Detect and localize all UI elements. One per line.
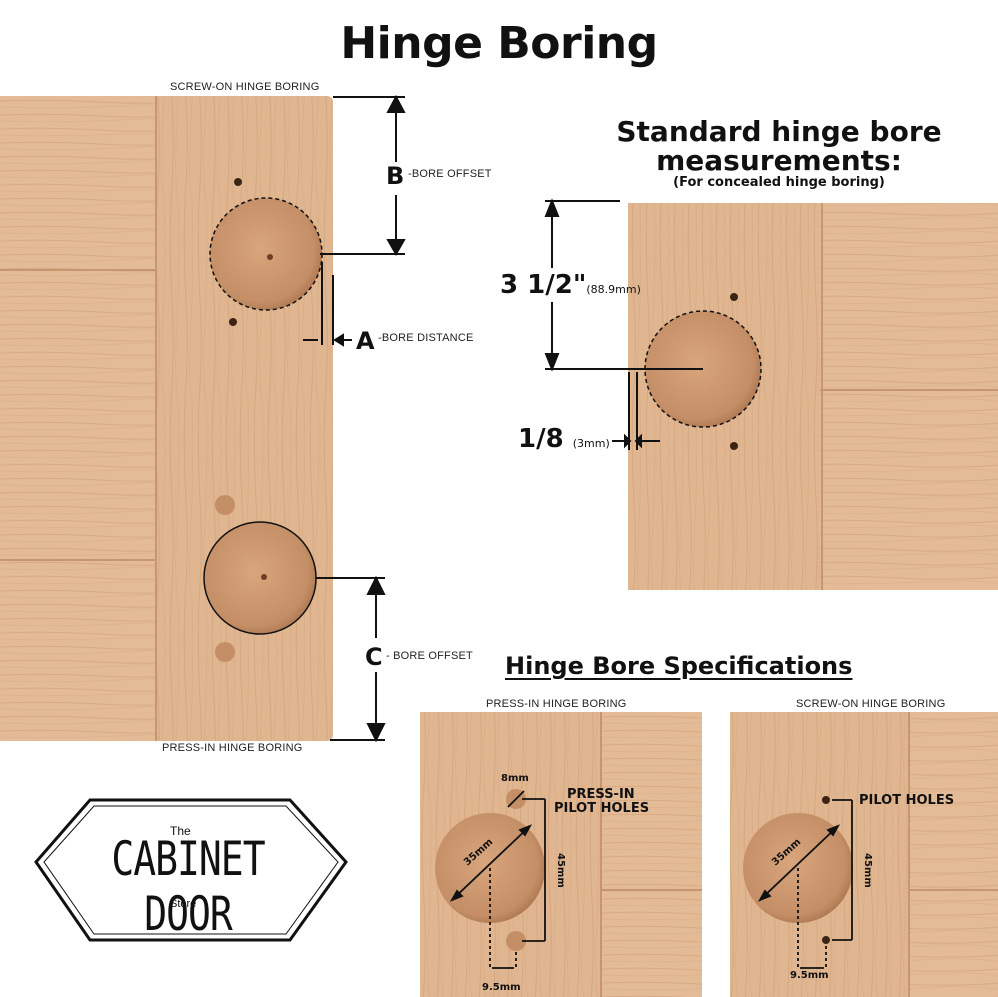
distance-value: 1/8 bbox=[518, 424, 564, 454]
logo-the: The bbox=[170, 824, 191, 838]
screw-on-spec-dims bbox=[757, 799, 853, 970]
logo-store: Store bbox=[170, 898, 197, 910]
screw-on-caption: SCREW-ON HINGE BORING bbox=[170, 81, 320, 93]
page-title: Hinge Boring bbox=[340, 18, 658, 69]
screw-on-offset: 9.5mm bbox=[790, 970, 829, 981]
standard-offset-dimension bbox=[544, 198, 703, 372]
offset-metric: (88.9mm) bbox=[586, 283, 641, 296]
pilot-hole bbox=[822, 796, 830, 804]
press-in-spec-caption: PRESS-IN HINGE BORING bbox=[486, 698, 627, 710]
standard-title: Standard hinge bore measurements: bbox=[616, 115, 942, 177]
c-letter: C bbox=[365, 643, 383, 671]
pilot-hole bbox=[229, 318, 237, 326]
press-in-hole-size: 8mm bbox=[501, 773, 529, 784]
bore-distance-a-dimension bbox=[303, 262, 352, 347]
a-letter: A bbox=[356, 327, 375, 355]
press-in-pilot-hole bbox=[215, 642, 235, 662]
press-in-caption: PRESS-IN HINGE BORING bbox=[162, 742, 303, 754]
pilot-hole bbox=[822, 936, 830, 944]
press-in-pilot-hole bbox=[506, 931, 526, 951]
bore-offset-b-dimension bbox=[320, 94, 406, 257]
press-in-cup-bore bbox=[203, 521, 317, 635]
offset-value: 3 1/2" bbox=[500, 270, 587, 300]
distance-metric: (3mm) bbox=[572, 437, 610, 450]
b-letter: B bbox=[386, 162, 405, 190]
pilot-hole bbox=[730, 442, 738, 450]
pilot-hole bbox=[234, 178, 242, 186]
bore-offset-c-dimension bbox=[316, 575, 386, 743]
standard-distance-dimension bbox=[612, 372, 660, 450]
c-label: - BORE OFFSET bbox=[386, 650, 473, 662]
pilot-hole bbox=[730, 293, 738, 301]
a-label: -BORE DISTANCE bbox=[378, 332, 474, 344]
press-in-pilot-hole bbox=[215, 495, 235, 515]
press-in-spec-dims bbox=[449, 790, 546, 970]
left-door-sample bbox=[0, 96, 333, 741]
press-in-pilot-label-2: PILOT HOLES bbox=[554, 801, 650, 816]
screw-on-spacing: 45mm bbox=[862, 853, 873, 888]
distance-measurement: 1/8 (3mm) bbox=[518, 424, 610, 454]
press-in-offset: 9.5mm bbox=[482, 982, 521, 993]
press-in-pilot-label-1: PRESS-IN bbox=[567, 787, 635, 802]
offset-measurement: 3 1/2"(88.9mm) bbox=[500, 270, 641, 300]
standard-subtitle: (For concealed hinge boring) bbox=[673, 175, 885, 190]
logo-main-text: CABINET DOOR bbox=[111, 831, 265, 941]
b-label: -BORE OFFSET bbox=[408, 168, 492, 180]
screw-on-cup-bore bbox=[209, 197, 323, 311]
logo-hexagon bbox=[34, 798, 348, 942]
specs-title: Hinge Bore Specifications bbox=[505, 652, 853, 680]
screw-on-spec-caption: SCREW-ON HINGE BORING bbox=[796, 698, 946, 710]
screw-on-pilot-label: PILOT HOLES bbox=[859, 793, 955, 808]
press-in-spacing: 45mm bbox=[555, 853, 566, 888]
